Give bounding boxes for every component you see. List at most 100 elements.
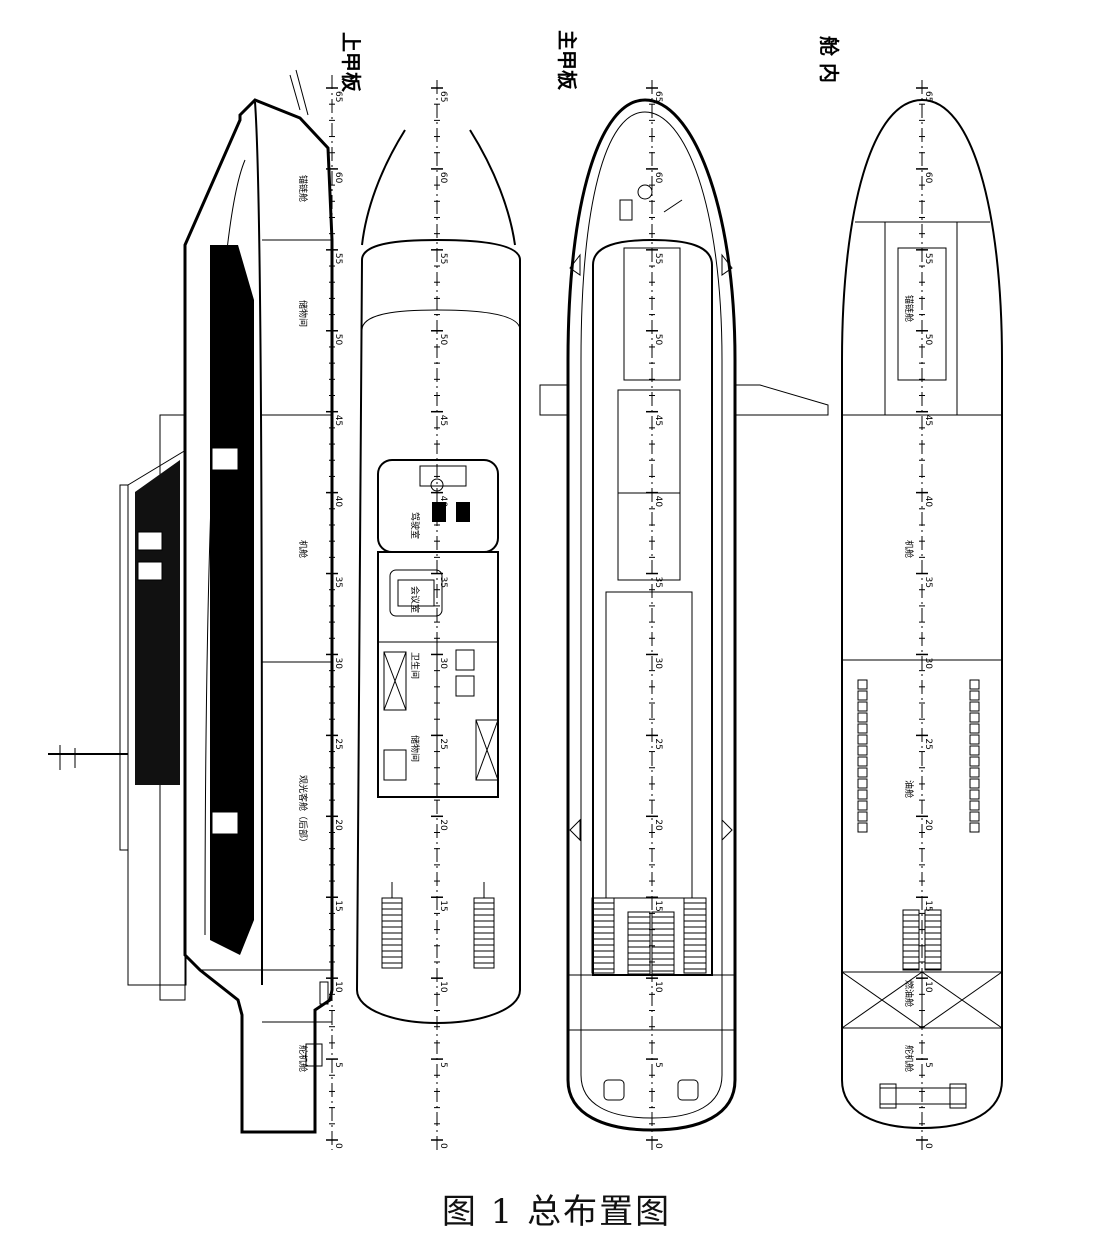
- room-label: 观光客舱（后部）: [297, 775, 309, 847]
- room-label: 机舱: [903, 540, 915, 558]
- main-saloon: [605, 591, 693, 899]
- frame-label: 20: [438, 819, 448, 831]
- frame-label: 55: [923, 253, 933, 264]
- room-label: 油舱: [903, 780, 915, 798]
- bitt-left: [603, 1079, 625, 1101]
- anchor-winch-icon: [637, 184, 653, 200]
- frame-label: 50: [653, 334, 663, 346]
- frame-label: 30: [333, 657, 343, 669]
- frame-label: 10: [333, 981, 343, 993]
- main-hull-inner: [580, 111, 723, 1119]
- profile-upper-rail: [159, 414, 186, 1001]
- room-label: 燃油舱: [903, 980, 915, 1007]
- room-label: 卫生间: [409, 652, 421, 679]
- figure-caption: 图 1 总布置图: [441, 1192, 672, 1232]
- frame-label: 35: [923, 577, 933, 588]
- frame-label: 20: [333, 819, 343, 831]
- profile-door-2: [211, 811, 239, 835]
- frame-label: 25: [923, 738, 933, 749]
- profile-upper-window: [135, 460, 180, 785]
- room-label: 驾驶室: [409, 512, 421, 539]
- hold-stair-1: [902, 909, 920, 971]
- frame-label: 15: [333, 900, 343, 911]
- main-stair-2: [627, 911, 651, 975]
- frame-label: 60: [923, 172, 933, 184]
- frame-label: 30: [653, 657, 663, 669]
- frame-label: 0: [333, 1143, 343, 1149]
- title-main-deck: 主甲板: [555, 30, 579, 91]
- profile-bow-staff: [289, 69, 309, 116]
- frame-label: 5: [653, 1062, 663, 1068]
- frame-label: 35: [653, 577, 663, 588]
- profile-window-band: [210, 245, 254, 955]
- profile-rudder: [305, 1043, 323, 1067]
- room-label: 储物间: [297, 300, 309, 327]
- room-label: 锚链舱: [903, 295, 915, 322]
- profile-door-4: [137, 561, 163, 581]
- helm-seat-1: [432, 502, 446, 522]
- room-label: 机舱: [297, 540, 309, 558]
- frame-label: 35: [333, 577, 343, 588]
- frame-label: 0: [438, 1143, 448, 1149]
- hold-stair-2: [924, 909, 942, 971]
- frame-label: 60: [333, 172, 343, 184]
- frame-label: 25: [653, 738, 663, 749]
- frame-label: 20: [653, 819, 663, 831]
- frame-label: 50: [923, 334, 933, 346]
- helm-seat-2: [456, 502, 470, 522]
- main-sponson-right: [734, 384, 829, 416]
- frame-label: 40: [653, 496, 663, 508]
- title-upper-deck: 上甲板: [339, 32, 363, 93]
- profile-canopy-post: [119, 484, 129, 851]
- main-hull-outline: [566, 98, 737, 1132]
- bitt-right: [677, 1079, 699, 1101]
- upper-bow-left: [361, 129, 406, 246]
- profile-door-3: [137, 531, 163, 551]
- upper-storage-right: [475, 719, 499, 781]
- meeting-table: [397, 579, 435, 607]
- upper-bow-right: [469, 129, 516, 246]
- room-label: 储物间: [409, 735, 421, 762]
- frame-label: 45: [923, 415, 933, 426]
- frame-label: 45: [333, 415, 343, 426]
- title-hold: 舱 内: [817, 36, 841, 83]
- frame-label: 55: [653, 253, 663, 264]
- frame-label: 40: [438, 496, 448, 508]
- frame-label: 15: [653, 900, 663, 911]
- frame-label: 10: [438, 981, 448, 993]
- frame-label: 45: [653, 415, 663, 426]
- frame-label: 50: [438, 334, 448, 346]
- frame-label: 5: [438, 1062, 448, 1068]
- profile-door-1: [211, 447, 239, 471]
- profile-sheer-line: [254, 101, 263, 986]
- frame-label: 65: [923, 91, 933, 102]
- hold-battery-racks: [857, 679, 980, 833]
- hold-steering-gear: [879, 1087, 967, 1105]
- room-label: 会议室: [409, 586, 421, 613]
- frame-label: 0: [653, 1143, 663, 1149]
- frame-label: 20: [923, 819, 933, 831]
- upper-deck-outline: [355, 238, 521, 1025]
- frame-label: 55: [333, 253, 343, 264]
- upper-cabin-block: [377, 551, 499, 798]
- room-label: 舵机舱: [903, 1045, 915, 1072]
- frame-label: 55: [438, 253, 448, 264]
- main-fore-room: [623, 247, 681, 381]
- main-stair-1: [591, 897, 615, 974]
- frame-label: 40: [333, 496, 343, 508]
- frame-label: 0: [923, 1143, 933, 1149]
- main-deckhouse: [592, 238, 713, 976]
- frame-label: 35: [438, 577, 448, 588]
- room-label: 锚链舱: [297, 175, 309, 202]
- frame-label: 30: [923, 657, 933, 669]
- frame-label: 65: [653, 91, 663, 102]
- frame-label: 50: [333, 334, 343, 346]
- upper-front-shelf: [361, 309, 521, 331]
